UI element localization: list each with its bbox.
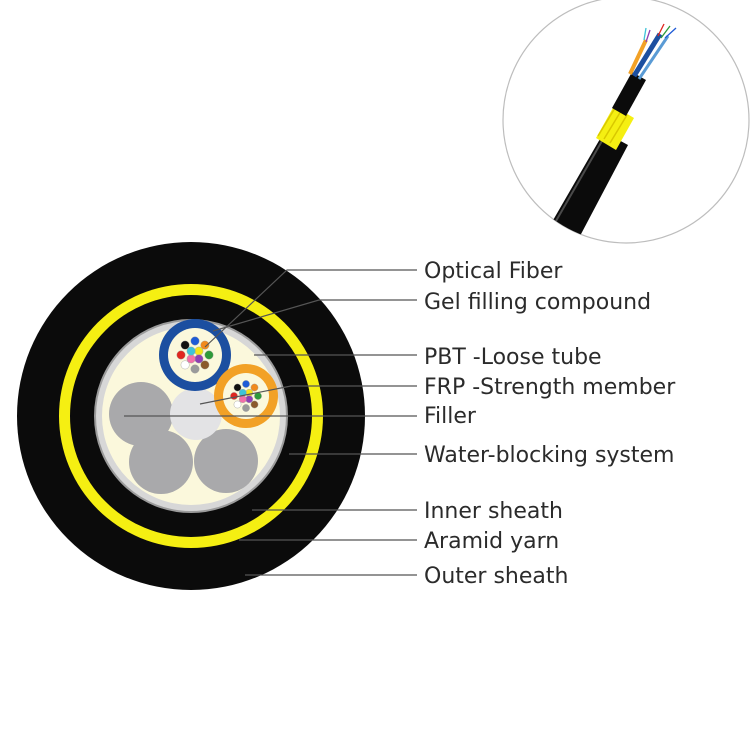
filler-left	[109, 382, 173, 446]
fiber	[250, 400, 259, 409]
fiber	[242, 404, 250, 412]
label-water-blocking: Water-blocking system	[424, 443, 675, 468]
fiber	[180, 360, 190, 370]
fiber	[186, 354, 196, 364]
frp-strength-member	[170, 388, 222, 440]
label-optical-fiber: Optical Fiber	[424, 259, 563, 284]
filler-bottom-left	[129, 430, 193, 494]
fiber	[245, 395, 253, 404]
fiber	[242, 380, 250, 388]
fiber	[194, 354, 204, 364]
fiber	[204, 350, 214, 360]
fiber	[238, 395, 247, 404]
label-filler: Filler	[424, 404, 477, 429]
leader-gel-filling	[212, 299, 417, 332]
fiber	[194, 346, 204, 356]
label-pbt-tube: PBT -Loose tube	[424, 345, 602, 370]
fiber	[200, 340, 210, 350]
fiber	[176, 350, 186, 360]
fiber	[190, 364, 200, 374]
filler-bottom-right	[194, 429, 258, 493]
label-frp-member: FRP -Strength member	[424, 375, 676, 400]
loose-tube-blue	[159, 319, 231, 391]
cable-inset	[502, 0, 750, 244]
fiber	[190, 336, 200, 346]
leader-frp-member	[199, 385, 417, 405]
fiber	[200, 360, 210, 370]
leader-optical-fiber	[204, 269, 417, 348]
fiber	[233, 383, 242, 392]
labels: Optical Fiber Gel filling compound PBT -…	[424, 259, 676, 589]
leader-lines	[124, 269, 417, 576]
label-outer-sheath: Outer sheath	[424, 564, 568, 589]
fiber	[180, 340, 190, 350]
cable-illustration	[552, 23, 677, 236]
fiber	[250, 383, 259, 392]
label-inner-sheath: Inner sheath	[424, 499, 563, 524]
loose-tube-orange	[214, 364, 278, 428]
label-gel-filling: Gel filling compound	[424, 290, 651, 315]
fiber	[186, 346, 196, 356]
fiber	[233, 400, 242, 409]
label-aramid-yarn: Aramid yarn	[424, 529, 559, 554]
fiber	[230, 392, 238, 400]
